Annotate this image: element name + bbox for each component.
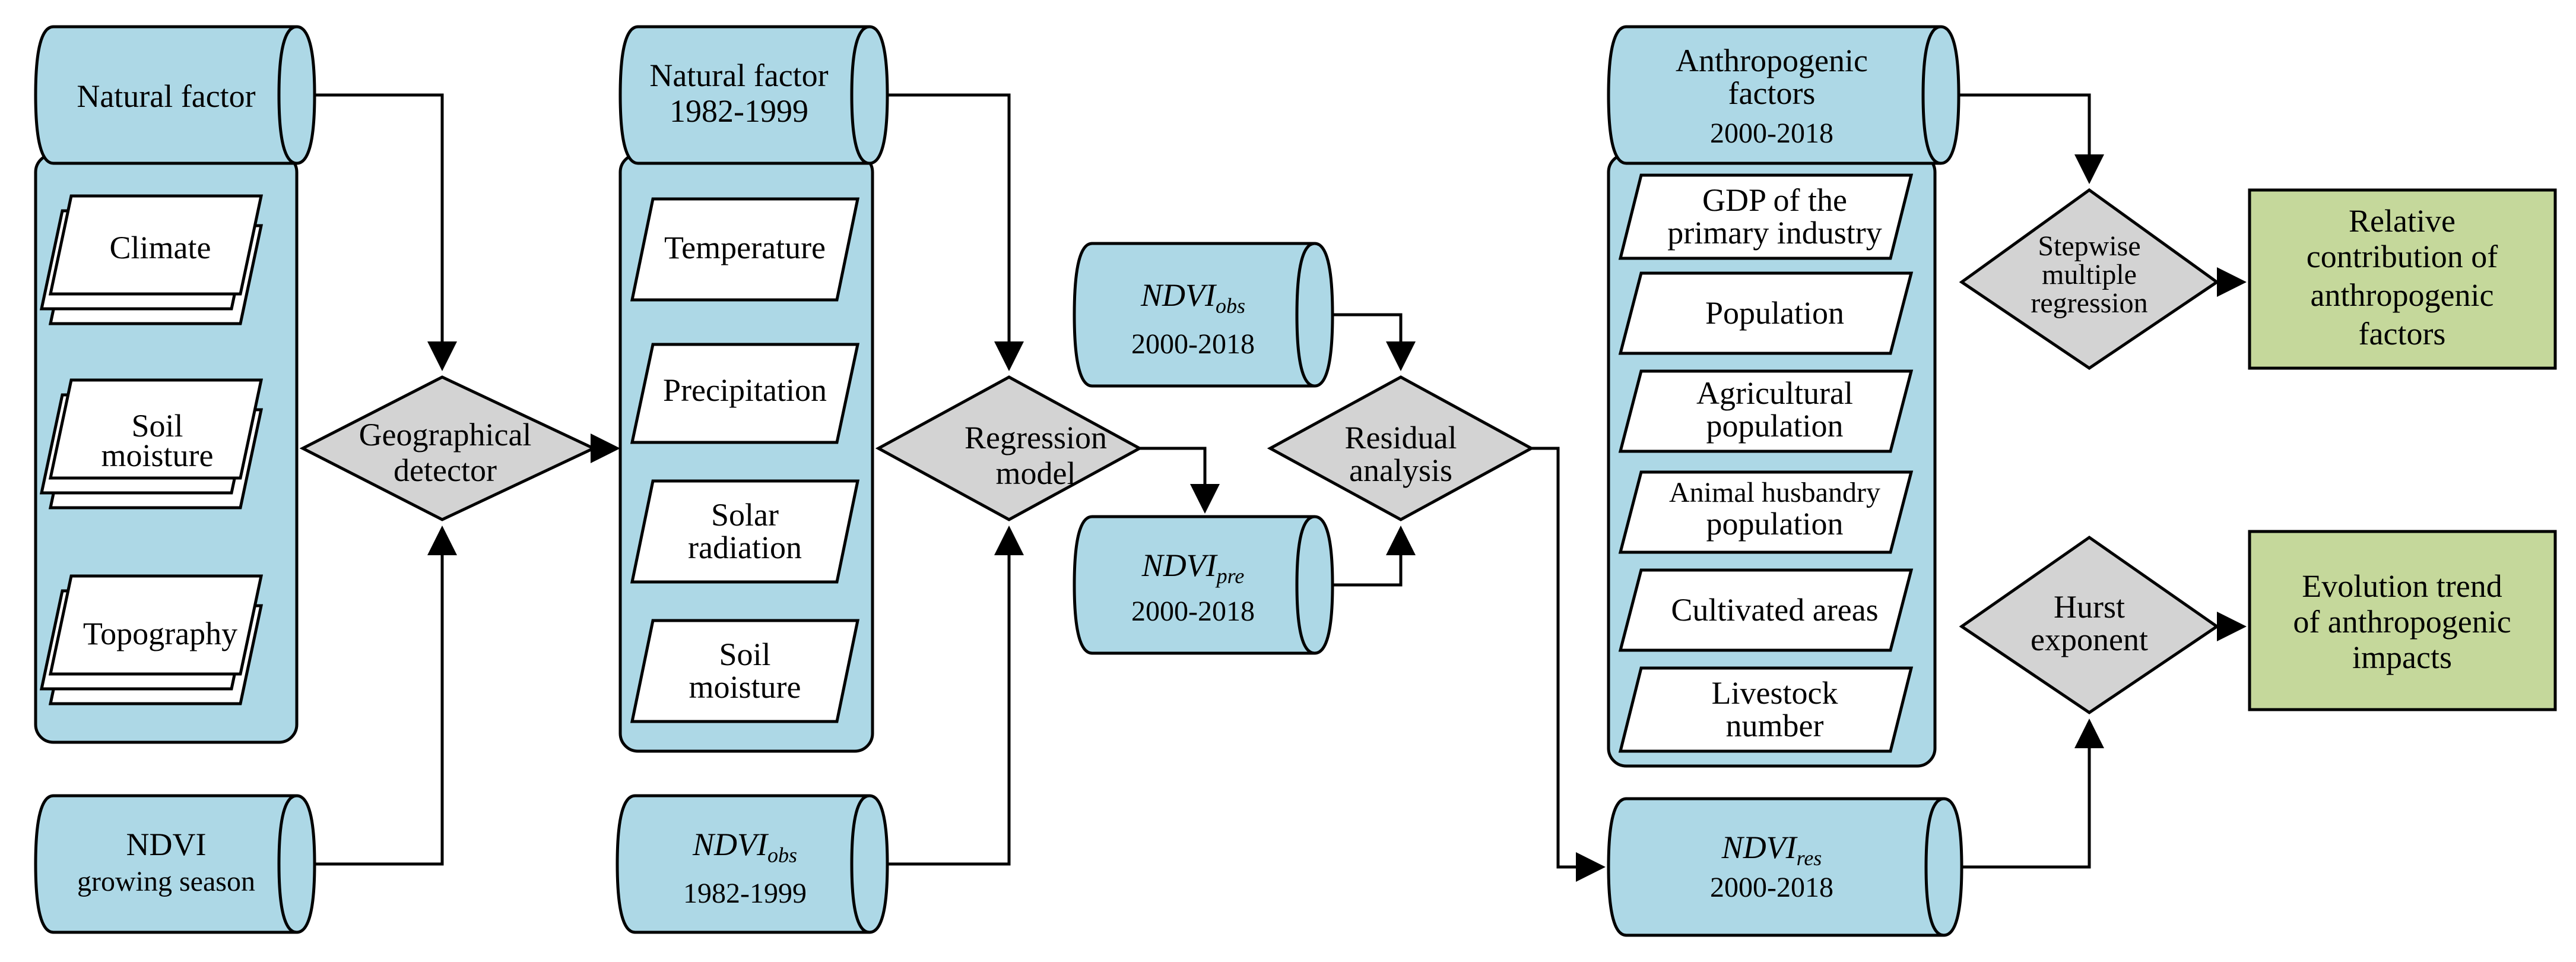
residual-line2: analysis <box>1349 452 1452 488</box>
soil-moisture-1-line1: Soil <box>131 408 183 444</box>
cultivated-areas-card: Cultivated areas <box>1618 568 1914 652</box>
gdp-line1: GDP of the <box>1702 182 1847 218</box>
regression-model-diamond: Regression model <box>875 375 1143 521</box>
relative-line2: contribution of <box>2307 239 2498 274</box>
anthro-line3: 2000-2018 <box>1710 118 1833 149</box>
ndvi-pre-label: NDVIpre <box>1141 548 1245 588</box>
livestock-line2: number <box>1726 708 1824 743</box>
arrow-pre-to-residual <box>1333 526 1416 587</box>
relative-contribution-box: Relative contribution of anthropogenic f… <box>2248 188 2557 370</box>
geographical-detector-diamond: Geographical detector <box>299 375 597 521</box>
ndvi-pre-years: 2000-2018 <box>1131 596 1255 627</box>
ndvi-obs-2000-cylinder: NDVIobs 2000-2018 <box>1073 242 1334 388</box>
residual-line1: Residual <box>1345 420 1457 455</box>
arrow-nf2-to-regression <box>887 93 1024 371</box>
livestock-number-card: Livestock number <box>1618 666 1914 753</box>
animal-husbandry-population-card: Animal husbandry population <box>1618 470 1914 554</box>
relative-line1: Relative <box>2349 203 2456 239</box>
ndvi-obs2-years: 2000-2018 <box>1131 328 1255 360</box>
agricultural-population-card: Agricultural population <box>1618 369 1914 453</box>
topography-card: Topography <box>39 574 264 705</box>
anthropogenic-cylinder: Anthropogenic factors 2000-2018 <box>1607 25 1960 165</box>
hurst-line1: Hurst <box>2054 589 2125 625</box>
natural-factor-cylinder: Natural factor <box>34 25 316 165</box>
ndvi-obs-1982-cylinder: NDVIobs 1982-1999 <box>616 794 889 934</box>
evolution-line3: impacts <box>2352 640 2452 675</box>
climate-label: Climate <box>110 230 211 265</box>
natural-factor-1982-group: Natural factor 1982-1999 Temperature Pre… <box>618 25 889 753</box>
regression-line2: model <box>996 455 1076 491</box>
soil-moisture-2-line1: Soil <box>719 637 770 672</box>
animal-pop-line1: Animal husbandry <box>1669 477 1880 508</box>
natural-factor-1982-cylinder: Natural factor 1982-1999 <box>618 25 889 165</box>
gdp-line2: primary industry <box>1667 215 1882 251</box>
solar-radiation-card: Solar radiation <box>630 479 860 584</box>
stepwise-regression-diamond: Stepwise multiple regression <box>1959 188 2220 371</box>
population-card: Population <box>1618 271 1914 355</box>
arrow-regression-to-pre <box>1140 447 1220 514</box>
ndvi-pre-cylinder: NDVIpre 2000-2018 <box>1073 515 1334 655</box>
agri-pop-line1: Agricultural <box>1696 375 1853 411</box>
temperature-label: Temperature <box>664 230 826 265</box>
hurst-line2: exponent <box>2031 622 2148 657</box>
nf2-line1: Natural factor <box>649 58 828 93</box>
ndvi-growing-season-cylinder: NDVI growing season <box>34 794 316 934</box>
natural-factor-title: Natural factor <box>77 78 255 114</box>
ndvi-gs-line1: NDVI <box>126 827 207 862</box>
ndvi-obs1-years: 1982-1999 <box>683 878 807 909</box>
arrow-anthro-to-stepwise <box>1959 93 2104 184</box>
population-label: Population <box>1705 295 1844 331</box>
geo-detector-line2: detector <box>394 452 497 488</box>
soil-moisture-1-line2: moisture <box>101 438 214 473</box>
relative-line3: anthropogenic <box>2311 277 2494 313</box>
stepwise-line1: Stepwise <box>2038 230 2140 262</box>
ndvi-res-years: 2000-2018 <box>1710 872 1833 903</box>
temperature-card: Temperature <box>630 197 860 302</box>
soil-moisture-card-2: Soil moisture <box>630 619 860 723</box>
residual-analysis-diamond: Residual analysis <box>1267 375 1535 521</box>
soil-moisture-card-1: Soil moisture <box>39 378 264 510</box>
gdp-card: GDP of the primary industry <box>1618 173 1914 260</box>
animal-pop-line2: population <box>1706 506 1844 542</box>
arrow-ndvi-to-detector <box>315 526 457 866</box>
topography-label: Topography <box>83 616 237 651</box>
agri-pop-line2: population <box>1706 408 1844 444</box>
ndvi-obs1-label: NDVIobs <box>692 827 797 867</box>
anthro-line2: factors <box>1728 75 1816 111</box>
anthro-line1: Anthropogenic <box>1676 43 1868 78</box>
livestock-line1: Livestock <box>1712 675 1838 711</box>
arrow-nf-to-detector <box>315 93 457 371</box>
evolution-trend-box: Evolution trend of anthropogenic impacts <box>2248 530 2557 711</box>
precipitation-label: Precipitation <box>663 372 827 408</box>
ndvi-gs-line2: growing season <box>77 866 255 897</box>
soil-moisture-2-line2: moisture <box>689 669 801 705</box>
connectors <box>315 93 2247 882</box>
hurst-exponent-diamond: Hurst exponent <box>1959 535 2220 715</box>
arrow-obs2-to-residual <box>1333 313 1416 371</box>
geo-detector-line1: Geographical <box>359 417 532 452</box>
anthropogenic-group: Anthropogenic factors 2000-2018 GDP of t… <box>1607 25 1960 768</box>
precipitation-card: Precipitation <box>630 343 860 444</box>
natural-factor-group: Natural factor Climate Soil moisture Top… <box>34 25 316 744</box>
climate-card: Climate <box>39 194 264 325</box>
cultivated-label: Cultivated areas <box>1671 592 1878 628</box>
ndvi-res-cylinder: NDVIres 2000-2018 <box>1607 797 1963 937</box>
arrow-res-to-hurst <box>1962 719 2104 869</box>
stepwise-line2: multiple <box>2042 259 2137 290</box>
relative-line4: factors <box>2359 316 2446 352</box>
solar-line2: radiation <box>688 530 802 565</box>
stepwise-line3: regression <box>2031 287 2147 319</box>
evolution-line1: Evolution trend <box>2302 568 2502 604</box>
arrow-ndviobs1-to-regression <box>887 526 1024 866</box>
ndvi-obs2-label: NDVIobs <box>1140 277 1245 318</box>
nf2-line2: 1982-1999 <box>670 93 808 129</box>
arrow-residual-to-res <box>1531 447 1606 882</box>
evolution-line2: of anthropogenic <box>2293 604 2511 640</box>
ndvi-res-label: NDVIres <box>1721 830 1822 870</box>
regression-line1: Regression <box>965 420 1107 455</box>
solar-line1: Solar <box>711 497 779 533</box>
